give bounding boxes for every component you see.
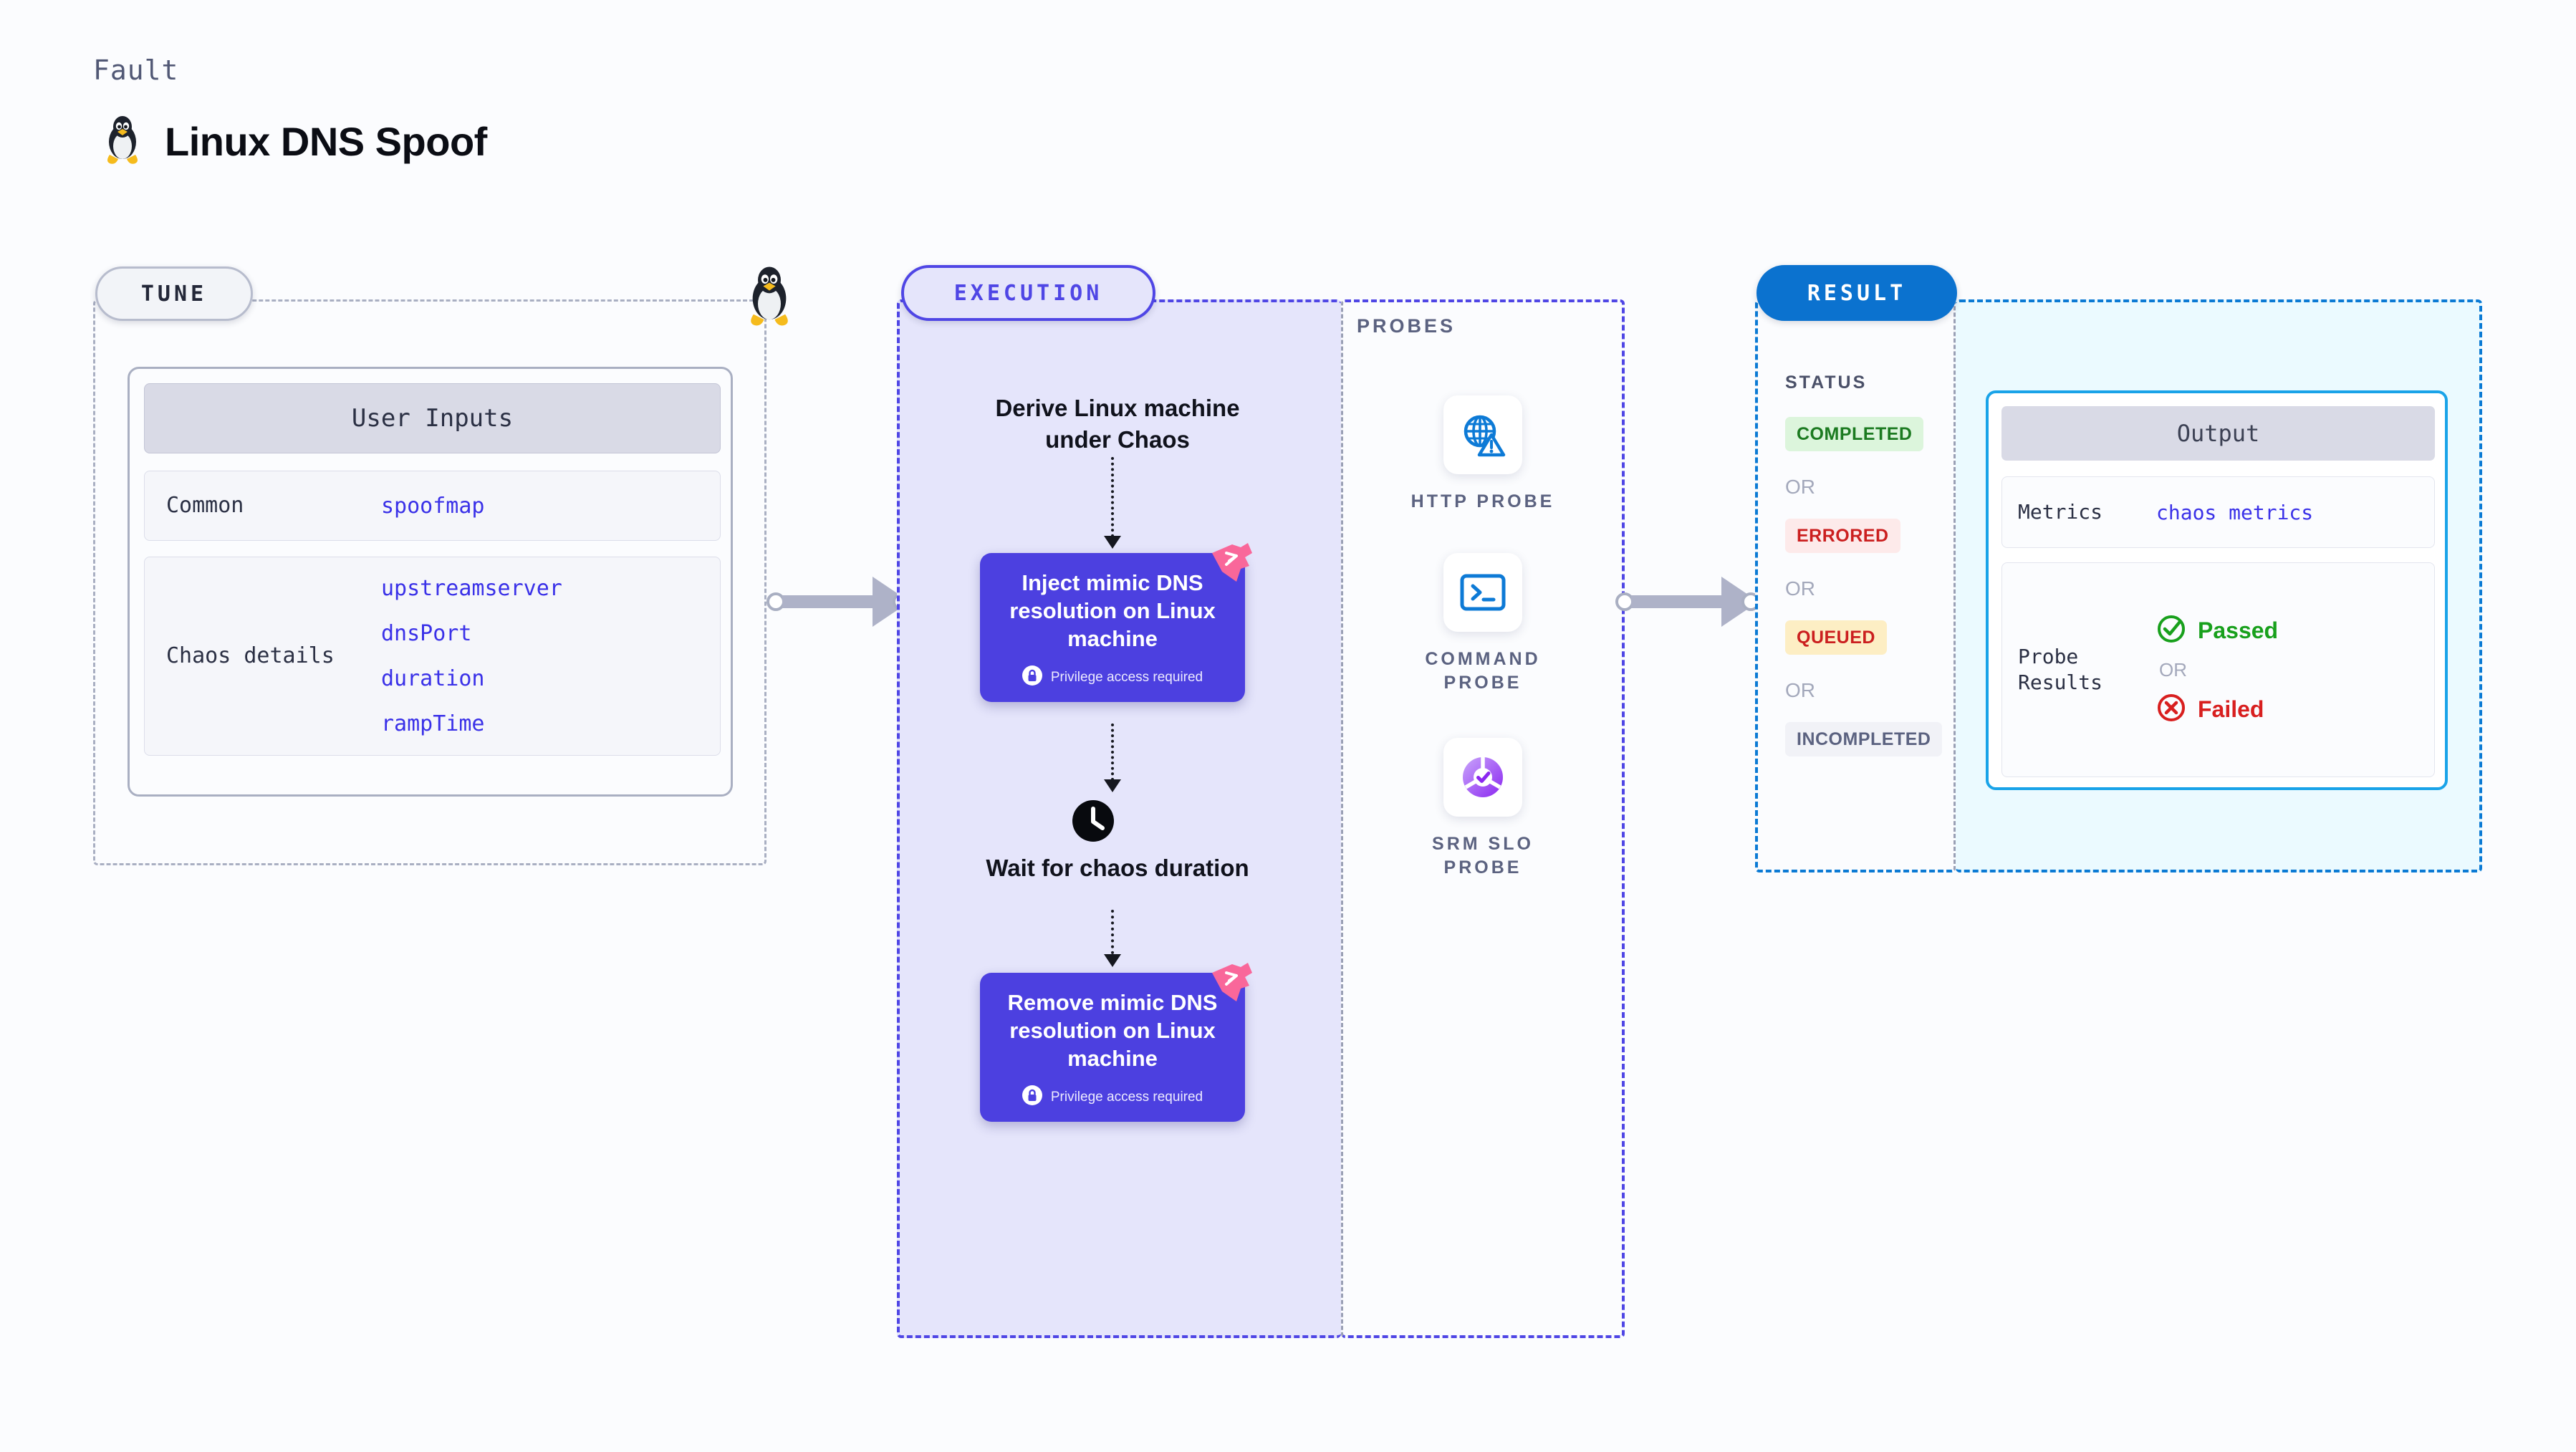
tune-linux-penguin-icon xyxy=(741,265,798,327)
probes-section-label: PROBES xyxy=(1357,315,1456,337)
result-pill-label: RESULT xyxy=(1756,265,1957,321)
fault-ribbon-icon xyxy=(1208,963,1254,1003)
connector-arrowhead xyxy=(1104,536,1121,549)
status-badge-errored: ERRORED xyxy=(1785,519,1900,553)
status-badge-queued: QUEUED xyxy=(1785,620,1887,655)
verdict-label: Failed xyxy=(2198,696,2264,722)
output-row-probe-results: Probe Results Passed OR xyxy=(2001,562,2435,777)
probe-label: COMMAND PROBE xyxy=(1425,649,1541,693)
node-title: Remove mimic DNS resolution on Linux mac… xyxy=(1007,990,1218,1072)
wait-step-label: Wait for chaos duration xyxy=(986,855,1249,881)
user-inputs-header: User Inputs xyxy=(144,383,721,453)
row-label: Common xyxy=(166,493,244,519)
derive-step-label: Derive Linux machine under Chaos xyxy=(995,395,1240,453)
output-row-label: Probe Results xyxy=(2018,644,2103,694)
privilege-row: Privilege access required xyxy=(993,1085,1232,1109)
execution-node-inject[interactable]: Inject mimic DNS resolution on Linux mac… xyxy=(980,543,1252,703)
privilege-note: Privilege access required xyxy=(1050,669,1203,685)
probe-label: HTTP PROBE xyxy=(1410,491,1555,511)
probe-item-command[interactable]: COMMAND PROBE xyxy=(1397,553,1569,694)
connector-arrowhead xyxy=(1104,954,1121,967)
probe-item-http[interactable]: HTTP PROBE xyxy=(1397,395,1569,514)
linux-penguin-icon xyxy=(100,115,145,168)
status-or-label: OR xyxy=(1785,476,1815,498)
param-spoofmap: spoofmap xyxy=(381,493,485,519)
x-circle-icon xyxy=(2156,693,2186,726)
output-row-metrics: Metrics chaos metrics xyxy=(2001,476,2435,548)
connector-arrowhead xyxy=(1104,779,1121,792)
row-values: upstreamserver dnsPort duration rampTime xyxy=(381,576,562,736)
probe-label: SRM SLO PROBE xyxy=(1432,834,1534,878)
param-dnsport: dnsPort xyxy=(381,621,472,646)
connector-wait-to-remove xyxy=(1111,910,1116,954)
verdict-list: Passed OR Failed xyxy=(2156,614,2278,726)
param-duration: duration xyxy=(381,666,485,691)
privilege-note: Privilege access required xyxy=(1050,1089,1203,1105)
arrow-execution-to-result xyxy=(1615,577,1760,627)
check-circle-icon xyxy=(2156,614,2186,648)
output-card-header: Output xyxy=(2001,406,2435,461)
row-values: spoofmap xyxy=(381,494,485,519)
execution-panel xyxy=(897,299,1341,1338)
status-badge-completed: COMPLETED xyxy=(1785,417,1924,451)
user-inputs-card: User Inputs Common spoofmap Chaos detail… xyxy=(128,367,733,797)
probe-item-srm-slo[interactable]: SRM SLO PROBE xyxy=(1397,738,1569,879)
connector-inject-to-wait xyxy=(1111,723,1116,781)
page-title-row: Linux DNS Spoof xyxy=(100,115,487,168)
execution-node-remove[interactable]: Remove mimic DNS resolution on Linux mac… xyxy=(980,963,1252,1122)
verdict-passed: Passed xyxy=(2156,614,2278,648)
node-title: Inject mimic DNS resolution on Linux mac… xyxy=(1009,570,1216,652)
output-row-label: Metrics xyxy=(2018,499,2103,524)
slo-donut-check-icon xyxy=(1443,738,1522,817)
user-input-row-common: Common spoofmap xyxy=(144,471,721,541)
page-title: Linux DNS Spoof xyxy=(165,119,487,164)
lock-icon xyxy=(1022,665,1042,689)
output-card: Output Metrics chaos metrics Probe Resul… xyxy=(1986,390,2448,790)
connector-derive-to-inject xyxy=(1111,457,1116,537)
verdict-or-label: OR xyxy=(2159,658,2187,681)
status-section-label: STATUS xyxy=(1785,372,1868,393)
arrow-tune-to-execution xyxy=(766,577,911,627)
status-badge-incompleted: INCOMPLETED xyxy=(1785,722,1943,756)
execution-pill-label: EXECUTION xyxy=(901,265,1155,321)
user-input-row-chaos-details: Chaos details upstreamserver dnsPort dur… xyxy=(144,557,721,756)
clock-icon xyxy=(1071,799,1115,843)
result-status-panel xyxy=(1755,299,1956,872)
tune-pill-label: TUNE xyxy=(95,266,253,321)
row-label: Chaos details xyxy=(166,643,335,669)
lock-icon xyxy=(1022,1085,1042,1109)
status-or-label: OR xyxy=(1785,679,1815,701)
output-metrics-value: chaos metrics xyxy=(2156,500,2314,524)
terminal-icon xyxy=(1443,553,1522,632)
param-upstreamserver: upstreamserver xyxy=(381,576,562,601)
page-eyebrow: Fault xyxy=(93,54,179,86)
privilege-row: Privilege access required xyxy=(993,665,1232,689)
fault-ribbon-icon xyxy=(1208,543,1254,583)
param-ramptime: rampTime xyxy=(381,711,485,736)
globe-warning-icon xyxy=(1443,395,1522,474)
verdict-label: Passed xyxy=(2198,617,2279,643)
verdict-failed: Failed xyxy=(2156,693,2278,726)
status-or-label: OR xyxy=(1785,577,1815,600)
